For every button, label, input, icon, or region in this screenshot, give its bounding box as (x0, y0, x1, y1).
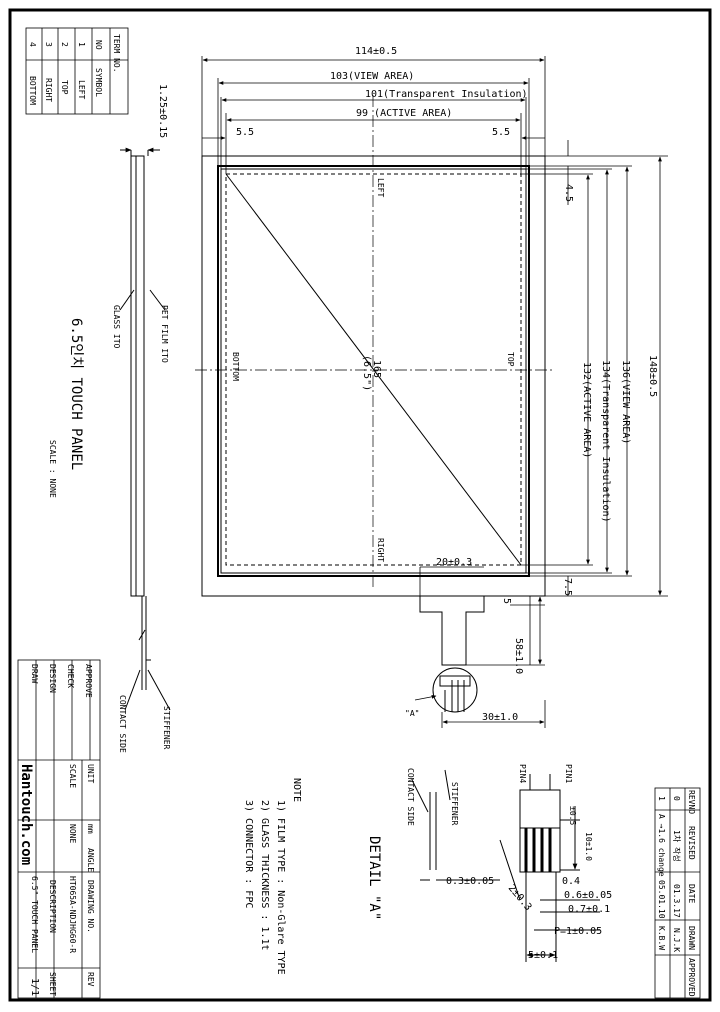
dim-tail-offset: 20±0.3 (436, 557, 472, 568)
detail-dim-07: 0.7±0.1 (568, 904, 610, 915)
scale-note: SCALE : NONE (48, 440, 57, 498)
rev-r0-no: 0 (672, 796, 681, 801)
term-header-title: TERM NO. (112, 34, 121, 73)
rev-r1-revised: A →1.6 change (657, 814, 666, 877)
side-glass-label: GLASS ITO (112, 305, 121, 349)
horizontal-dimensions (201, 56, 546, 174)
dim-overall-height: 148±0.5 (647, 355, 658, 397)
side-view (119, 147, 171, 711)
detail-pin1: PIN1 (564, 764, 573, 783)
term-header-no: NO (94, 40, 103, 50)
rev-h-approved: APPROVED (687, 958, 696, 997)
tb-angle-label: ANGLE (86, 848, 95, 872)
tb-scale-label: SCALE (68, 764, 77, 788)
dim-tail-length: 58±1.0 (513, 638, 524, 674)
side-stiffener-label: STIFFENER (162, 706, 171, 750)
tb-drawing-no-label: DRAWING NO. (86, 880, 95, 933)
note-line-3: 3) CONNECTOR : FPC (243, 800, 254, 908)
notes-title: NOTE (291, 778, 302, 802)
dim-margin-left: 5.5 (236, 127, 254, 138)
detail-dim-06: 0.6±0.05 (564, 890, 612, 901)
rev-h-revised: REVISED (687, 826, 696, 860)
tb-unit-label: UNIT (86, 764, 95, 783)
side-thickness: 1.25±0.15 (157, 84, 168, 138)
rev-r1-no: 1 (657, 796, 666, 801)
term-row2-sym: TOP (60, 80, 69, 95)
rev-r0-revised: 1차 작성 (672, 830, 682, 862)
detail-title: DETAIL "A" (366, 836, 382, 920)
tb-drawing-no: HT065A-NDJHG60-R (68, 876, 77, 953)
dim-active-area-width: 99 (ACTIVE AREA) (356, 108, 452, 119)
dim-view-area-width: 103(VIEW AREA) (330, 71, 414, 82)
revision-table (654, 787, 701, 999)
dim-margin-right: 5.5 (492, 127, 510, 138)
detail-dim-5: 5±0.1 (528, 950, 558, 961)
note-line-2: 2) GLASS THICKNESS : 1.1t (259, 800, 270, 951)
tb-approve: APPROVE (84, 664, 93, 698)
diagonal-mm: 165 (371, 360, 382, 378)
detail-stiffener: STIFFENER (450, 782, 459, 826)
sheet-border (8, 8, 712, 1002)
tb-sheet-label: SHEET (48, 972, 57, 996)
term-row3-no: 3 (44, 42, 53, 47)
note-line-1: 1) FILM TYPE : Non-Glare TYPE (275, 800, 286, 975)
label-bottom: BOTTOM (231, 352, 240, 381)
vertical-dimensions (414, 140, 668, 728)
dim-tail-width: 30±1.0 (482, 712, 518, 723)
tb-scale-value: NONE (68, 824, 77, 843)
rev-r1-drawn: K.B.W (657, 926, 666, 950)
side-contact-label: CONTACT SIDE (118, 695, 127, 753)
rev-r0-date: 01.3.17 (672, 884, 681, 918)
dim-view-area-height: 136(VIEW AREA) (620, 360, 631, 444)
dim-insulation-height: 134(Transparent Insulation) (600, 360, 611, 523)
tb-sheet: 1/1 (29, 978, 40, 996)
tb-check: CHECK (66, 664, 75, 688)
front-view (195, 95, 555, 713)
detail-a-drawing (411, 769, 600, 962)
tb-company-logo: Hantouch.com (18, 764, 34, 865)
terminal-table (25, 27, 129, 115)
detail-dim-2: 2±0.3 (506, 883, 534, 913)
tb-description: 6.5" TOUCH PANEL (30, 876, 39, 953)
detail-marker: "A" (405, 709, 419, 718)
detail-dim-pitch: P=1±0.05 (554, 926, 602, 937)
term-header-symbol: SYMBOL (94, 68, 103, 97)
detail-dim-10: 10±1.0 (584, 832, 593, 861)
term-row4-sym: BOTTOM (28, 76, 37, 105)
rev-h-drawn: DRAWN (687, 926, 696, 950)
title-block (17, 659, 101, 999)
dim-bottom-margin: 7.5 (562, 578, 573, 596)
detail-dim-05: ±0.5 (568, 806, 577, 825)
detail-pin4: PIN4 (518, 764, 527, 783)
tb-description-label: DESCRIPTION (48, 880, 57, 933)
dim-active-area-height: 132(ACTIVE AREA) (581, 362, 592, 458)
rev-r0-drawn: N.J.K (672, 928, 681, 952)
term-row4-no: 4 (28, 42, 37, 47)
label-right: RIGHT (376, 538, 385, 562)
detail-dim-03: 0.3±0.05 (446, 876, 494, 887)
panel-title: 6.5인치 TOUCH PANEL (68, 318, 84, 470)
term-row3-sym: RIGHT (44, 78, 53, 102)
rev-r1-date: 05.01.10 (657, 880, 666, 919)
dim-overall-width: 114±0.5 (355, 46, 397, 57)
term-row1-no: 1 (77, 42, 86, 47)
dim-insulation-width: 101(Transparent Insulation) (365, 89, 528, 100)
dim-top-margin: 4.5 (563, 184, 574, 202)
side-pet-label: PET FILM ITO (160, 305, 169, 363)
rev-h-date: DATE (687, 884, 696, 903)
term-row1-sym: LEFT (77, 80, 86, 99)
tb-unit-value: mm (86, 824, 95, 834)
term-row2-no: 2 (60, 42, 69, 47)
tb-rev-label: REV (86, 972, 95, 987)
detail-contact-side: CONTACT SIDE (406, 768, 415, 826)
dim-tail-gap: 5 (501, 598, 512, 604)
rev-h-revno: REVNO (687, 790, 696, 814)
label-top: TOP (506, 352, 515, 367)
tb-design: DESIGN (48, 664, 57, 693)
label-left: LEFT (376, 178, 385, 197)
detail-dim-04: 0.4 (562, 876, 580, 887)
tb-draw: DRAW (30, 664, 39, 683)
diagonal-inch: (6.5") (361, 355, 372, 391)
